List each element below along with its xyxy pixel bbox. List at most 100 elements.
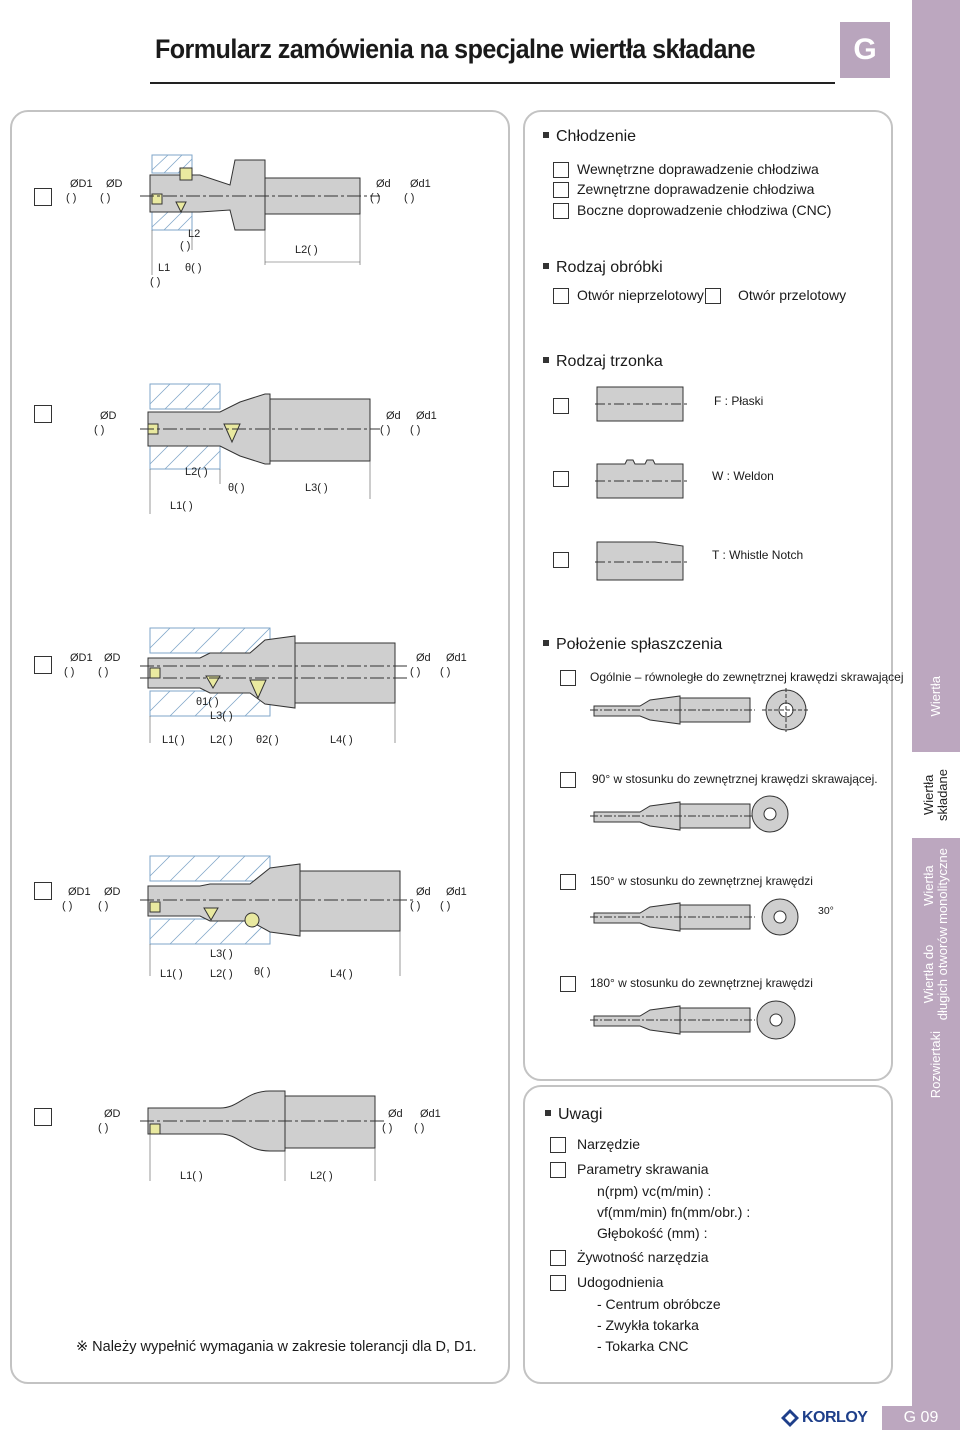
flat-option-label: 150° w stosunku do zewnętrznej krawędzi (590, 874, 813, 888)
dim-paren: ( ) (64, 666, 75, 678)
shank-flat-checkbox[interactable] (553, 398, 569, 414)
cooling-option-checkbox[interactable] (553, 203, 569, 219)
dim-L4: L4( ) (330, 968, 353, 980)
tool-label: Narzędzie (577, 1136, 641, 1152)
dim-d: Ød (386, 410, 401, 422)
dim-paren: ( ) (98, 666, 109, 678)
drawing-4-checkbox[interactable] (34, 882, 52, 900)
drawing-3-checkbox[interactable] (34, 656, 52, 674)
convenience-item: - Centrum obróbcze (597, 1296, 721, 1312)
dim-paren: ( ) (370, 192, 381, 204)
page-title: Formularz zamówienia na specjalne wiertł… (155, 34, 756, 64)
convenience-checkbox[interactable] (550, 1275, 566, 1291)
dim-paren: ( ) (98, 1122, 109, 1134)
title-rule (150, 82, 835, 84)
heading-text: Uwagi (558, 1106, 603, 1123)
heading-text: Chłodzenie (556, 128, 637, 145)
sidebar (912, 0, 960, 1430)
dim-d1: Ød1 (446, 652, 467, 664)
blind-hole-checkbox[interactable] (553, 288, 569, 304)
dim-paren: ( ) (410, 666, 421, 678)
cooling-option-checkbox[interactable] (553, 162, 569, 178)
drawing-4 (140, 855, 415, 976)
drawing-1 (140, 154, 380, 275)
dim-L3: L3( ) (210, 710, 233, 722)
tab-wiertla-monolityczne[interactable]: Wiertła monolityczne (912, 842, 960, 930)
page-number: G 09 (882, 1406, 960, 1430)
dim-D: ØD (106, 178, 123, 190)
flat-option-checkbox[interactable] (560, 976, 576, 992)
bullet-icon (543, 356, 549, 363)
dim-L3: L3( ) (305, 482, 328, 494)
params-line: n(rpm) vc(m/min) : (597, 1183, 712, 1199)
tab-label: Wiertła monolityczne (921, 848, 950, 924)
tab-wiertla[interactable]: Wiertła (912, 640, 960, 752)
shank-weldon-image (595, 459, 690, 499)
params-line: Głębokość (mm) : (597, 1225, 708, 1241)
life-checkbox[interactable] (550, 1250, 566, 1266)
through-hole-checkbox[interactable] (705, 288, 721, 304)
tab-wiertla-skladane[interactable]: Wiertła składane (912, 752, 960, 838)
tab-label: Wiertła składane (921, 768, 950, 822)
dim-L2-long: L2( ) (295, 244, 318, 256)
flat-heading: Położenie spłaszczenia (543, 636, 722, 654)
bullet-icon (543, 131, 549, 138)
dim-paren: ( ) (94, 424, 105, 436)
cooling-option-checkbox[interactable] (553, 182, 569, 198)
korloy-logo-icon (781, 1409, 799, 1427)
dim-paren: ( ) (150, 276, 161, 288)
tab-wiertla-dlugie[interactable]: Wiertła do długich otworów (912, 927, 960, 1020)
dim-D1: ØD1 (70, 178, 93, 190)
tab-rozwiertaki[interactable]: Rozwiertaki (912, 1020, 960, 1110)
dim-paren: ( ) (62, 900, 73, 912)
drawing-2 (140, 383, 380, 514)
dim-theta: θ( ) (254, 966, 271, 978)
dim-d: Ød (388, 1108, 403, 1120)
params-line: vf(mm/min) fn(mm/obr.) : (597, 1204, 751, 1220)
shank-heading: Rodzaj trzonka (543, 353, 663, 371)
flat-option-label: Ogólnie – równoległe do zewnętrznej kraw… (590, 670, 904, 684)
dim-L2: L2( ) (210, 734, 233, 746)
flat-option-checkbox[interactable] (560, 670, 576, 686)
brand-text: KORLOY (802, 1409, 868, 1426)
cooling-heading: Chłodzenie (543, 128, 636, 146)
dim-L1: L1( ) (162, 734, 185, 746)
drawings-panel (10, 110, 510, 1384)
flat-option-3-image (590, 1000, 796, 1040)
dim-paren: ( ) (66, 192, 77, 204)
bullet-icon (545, 1109, 551, 1116)
dim-d1: Ød1 (446, 886, 467, 898)
heading-text: Położenie spłaszczenia (556, 636, 723, 653)
dim-L4: L4( ) (330, 734, 353, 746)
drawing-2-checkbox[interactable] (34, 405, 52, 423)
flat-option-1-image (590, 795, 789, 833)
drawing-5-checkbox[interactable] (34, 1108, 52, 1126)
convenience-label: Udogodnienia (577, 1274, 664, 1290)
dim-paren: ( ) (98, 900, 109, 912)
convenience-item: - Zwykła tokarka (597, 1317, 699, 1333)
heading-text: Rodzaj trzonka (556, 353, 663, 370)
drawing-3 (140, 627, 410, 743)
params-label: Parametry skrawania (577, 1161, 709, 1177)
dim-paren: ( ) (180, 240, 191, 252)
shank-weldon-checkbox[interactable] (553, 471, 569, 487)
dim-L1: L1( ) (180, 1170, 203, 1182)
cooling-option-label: Zewnętrzne doprawadzenie chłodziwa (577, 181, 815, 197)
dim-theta1: θ1( ) (196, 696, 219, 708)
tool-checkbox[interactable] (550, 1137, 566, 1153)
shank-weldon-label: W : Weldon (712, 469, 774, 483)
dim-L2: L2 (188, 228, 201, 240)
shank-whistle-checkbox[interactable] (553, 552, 569, 568)
dim-D: ØD (104, 886, 121, 898)
dim-d1: Ød1 (420, 1108, 441, 1120)
dim-paren: ( ) (440, 666, 451, 678)
flat-option-checkbox[interactable] (560, 772, 576, 788)
params-checkbox[interactable] (550, 1162, 566, 1178)
flat-option-checkbox[interactable] (560, 874, 576, 890)
flat-option-label: 180° w stosunku do zewnętrznej krawędzi (590, 976, 813, 990)
drawing-1-checkbox[interactable] (34, 188, 52, 206)
dim-paren: ( ) (100, 192, 111, 204)
dim-d1: Ød1 (410, 178, 431, 190)
dim-d: Ød (416, 652, 431, 664)
dim-paren: ( ) (382, 1122, 393, 1134)
